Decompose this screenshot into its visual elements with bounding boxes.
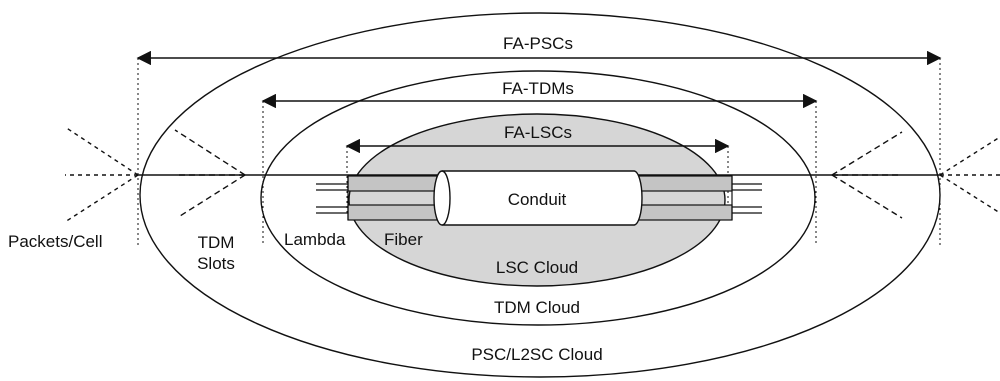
fiber-band [631,204,733,221]
packets-fan-right [939,136,1000,214]
conduit-cylinder [433,170,643,226]
fa-pscs-label: FA-PSCs [503,34,573,53]
boundary-lines [137,58,941,245]
tdm-slots-label-line2: Slots [197,254,235,273]
conduit-label: Conduit [508,190,567,209]
packets-fan-left [64,126,139,223]
fiber-label: Fiber [384,230,423,249]
psc-cloud-label: PSC/L2SC Cloud [471,345,602,364]
lsc-cloud-label: LSC Cloud [496,258,578,277]
tdm-cloud-label: TDM Cloud [494,298,580,317]
fa-lscs-label: FA-LSCs [504,123,572,142]
lambda-label: Lambda [284,230,346,249]
fiber-band [347,204,443,221]
fiber-bundle-left [347,175,443,221]
fiber-band [631,175,733,192]
tdm-slots-label-line1: TDM [198,233,235,252]
lambda-lines-right [732,183,762,214]
lambda-lines-left [316,183,350,214]
packets-cell-label: Packets/Cell [8,232,102,251]
fiber-band [347,175,443,192]
fa-tdms-label: FA-TDMs [502,79,574,98]
